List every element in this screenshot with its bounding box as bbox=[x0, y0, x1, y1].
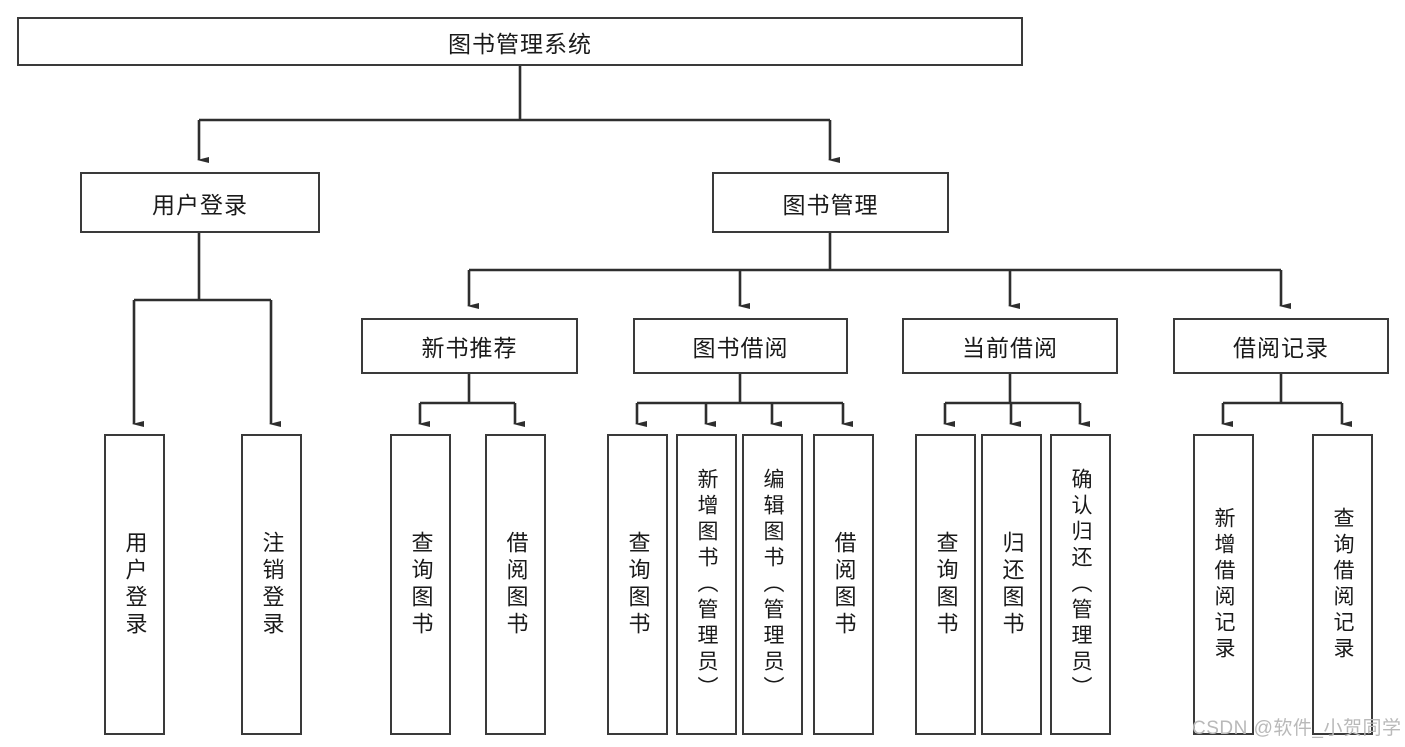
leaf-user-logout[interactable]: 注销登录 bbox=[241, 434, 302, 735]
node-current-borrow-label: 当前借阅 bbox=[962, 335, 1058, 361]
leaf-borrow-borrow-book[interactable]: 借阅图书 bbox=[813, 434, 874, 735]
node-book-borrow-label: 图书借阅 bbox=[692, 335, 789, 361]
leaf-borrow-query-book-label: 查询图书 bbox=[625, 530, 651, 639]
leaf-current-return-book-label: 归还图书 bbox=[999, 530, 1025, 639]
leaf-borrow-edit-book[interactable]: 编辑图书（管理员） bbox=[742, 434, 803, 735]
leaf-newbook-borrow-book-label: 借阅图书 bbox=[503, 530, 529, 639]
leaf-record-query-record-label: 查询借阅记录 bbox=[1331, 506, 1354, 663]
node-borrow-record[interactable]: 借阅记录 bbox=[1173, 318, 1389, 374]
node-book-management-label: 图书管理 bbox=[782, 191, 879, 218]
leaf-borrow-add-book[interactable]: 新增图书（管理员） bbox=[676, 434, 737, 735]
node-new-book-recommend[interactable]: 新书推荐 bbox=[361, 318, 578, 374]
node-book-management[interactable]: 图书管理 bbox=[712, 172, 949, 233]
node-root[interactable]: 图书管理系统 bbox=[17, 17, 1023, 66]
node-current-borrow[interactable]: 当前借阅 bbox=[902, 318, 1118, 374]
leaf-user-login[interactable]: 用户登录 bbox=[104, 434, 165, 735]
leaf-newbook-query-book-label: 查询图书 bbox=[408, 530, 434, 639]
leaf-borrow-edit-book-label: 编辑图书（管理员） bbox=[761, 467, 784, 702]
node-new-book-recommend-label: 新书推荐 bbox=[421, 335, 518, 361]
leaf-record-add-record-label: 新增借阅记录 bbox=[1212, 506, 1235, 663]
leaf-newbook-borrow-book[interactable]: 借阅图书 bbox=[485, 434, 546, 735]
node-book-borrow[interactable]: 图书借阅 bbox=[633, 318, 848, 374]
node-user-login-label: 用户登录 bbox=[152, 191, 248, 218]
leaf-borrow-borrow-book-label: 借阅图书 bbox=[831, 530, 857, 639]
leaf-current-query-book[interactable]: 查询图书 bbox=[915, 434, 976, 735]
leaf-borrow-query-book[interactable]: 查询图书 bbox=[607, 434, 668, 735]
leaf-current-confirm-return[interactable]: 确认归还（管理员） bbox=[1050, 434, 1111, 735]
node-user-login[interactable]: 用户登录 bbox=[80, 172, 320, 233]
node-borrow-record-label: 借阅记录 bbox=[1233, 335, 1329, 361]
leaf-borrow-add-book-label: 新增图书（管理员） bbox=[695, 467, 718, 702]
leaf-newbook-query-book[interactable]: 查询图书 bbox=[390, 434, 451, 735]
leaf-current-query-book-label: 查询图书 bbox=[933, 530, 959, 639]
node-root-label: 图书管理系统 bbox=[448, 30, 592, 57]
leaf-record-query-record[interactable]: 查询借阅记录 bbox=[1312, 434, 1373, 735]
watermark-text: CSDN @软件_小贺同学 bbox=[1192, 718, 1402, 739]
leaf-user-logout-label: 注销登录 bbox=[259, 530, 285, 639]
leaf-record-add-record[interactable]: 新增借阅记录 bbox=[1193, 434, 1254, 735]
leaf-current-return-book[interactable]: 归还图书 bbox=[981, 434, 1042, 735]
leaf-current-confirm-return-label: 确认归还（管理员） bbox=[1069, 467, 1092, 702]
leaf-user-login-label: 用户登录 bbox=[122, 530, 148, 639]
